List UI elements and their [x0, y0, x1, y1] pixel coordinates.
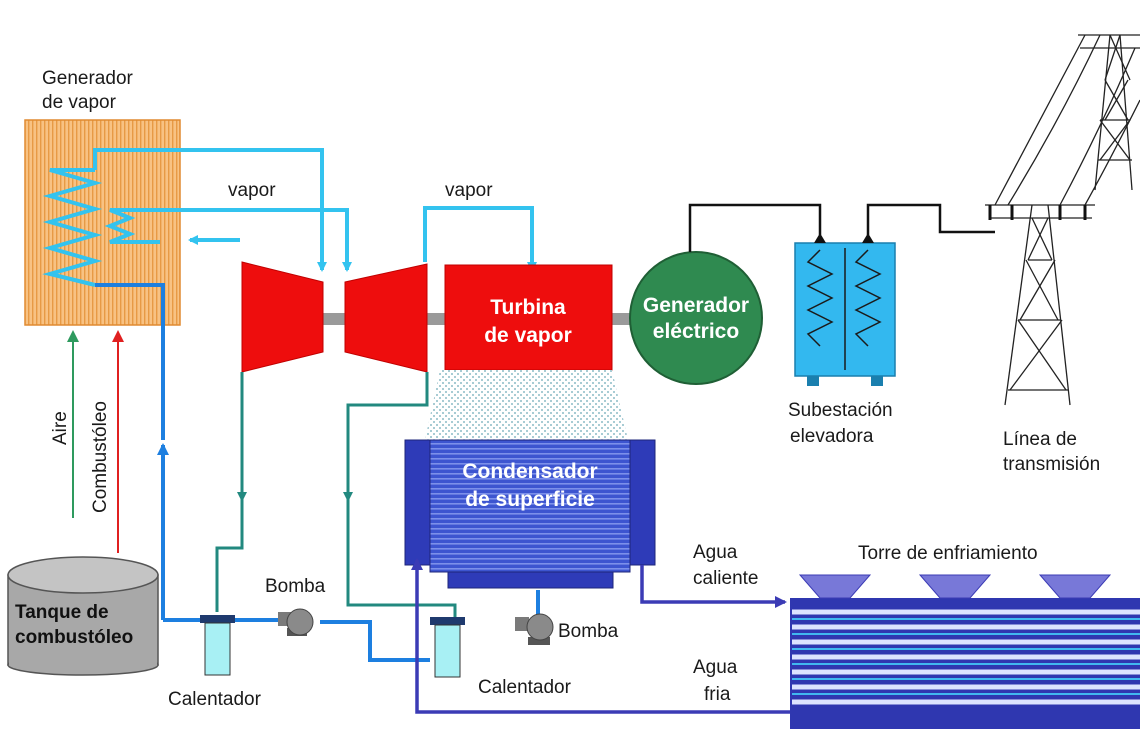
electric-generator — [629, 251, 763, 385]
feedwater-lines — [95, 283, 540, 662]
steam-generator-label-2: de vapor — [42, 92, 117, 113]
condenser-label-2: de superficie — [465, 488, 595, 511]
cooling-tower — [790, 574, 1140, 729]
steam-label-1: vapor — [228, 180, 276, 201]
cooling-water-lines — [411, 558, 790, 714]
hot-water-label: Agua — [693, 542, 738, 563]
transmission-line-label: Línea de — [1003, 429, 1077, 450]
cooling-tower-label: Torre de enfriamiento — [858, 543, 1038, 564]
electric-generator-label: Generador — [643, 294, 749, 317]
hot-water-label-2: caliente — [693, 568, 759, 589]
fuel-tank-label-2: combustóleo — [15, 627, 133, 648]
transmission-wire — [866, 203, 995, 235]
cold-water-label-2: fria — [704, 684, 731, 705]
transmission-towers — [985, 34, 1140, 406]
condenser-label: Condensador — [462, 460, 597, 483]
substation-label-2: elevadora — [790, 426, 874, 447]
transformer — [794, 233, 896, 386]
fuel-label: Combustóleo — [90, 401, 111, 513]
electric-generator-label-2: eléctrico — [653, 320, 739, 343]
insulators — [988, 205, 1087, 220]
cold-water-label: Agua — [693, 657, 738, 678]
substation-label: Subestación — [788, 400, 893, 421]
pump-label-2: Bomba — [558, 621, 619, 642]
transmission-line-label-2: transmisión — [1003, 454, 1100, 475]
steam-label-2: vapor — [445, 180, 493, 201]
generator-wire — [688, 203, 822, 252]
condenser — [404, 370, 656, 589]
fuel-tank — [7, 556, 159, 676]
pump-1 — [278, 608, 314, 636]
heater-2 — [430, 617, 465, 678]
fuel-tank-label: Tanque de — [15, 602, 109, 623]
air-label: Aire — [50, 411, 71, 445]
heater-1 — [200, 615, 235, 676]
heater-label-2: Calentador — [478, 677, 572, 698]
turbine-set — [241, 261, 640, 373]
pump-label-1: Bomba — [265, 576, 326, 597]
heater-label-1: Calentador — [168, 689, 262, 710]
steam-generator — [24, 119, 181, 326]
extraction-lines — [215, 372, 457, 617]
pump-2 — [515, 613, 554, 645]
turbine-label-2: de vapor — [484, 324, 572, 347]
steam-lines — [93, 148, 537, 272]
steam-generator-label: Generador — [42, 68, 134, 89]
turbine-label: Turbina — [490, 296, 566, 319]
